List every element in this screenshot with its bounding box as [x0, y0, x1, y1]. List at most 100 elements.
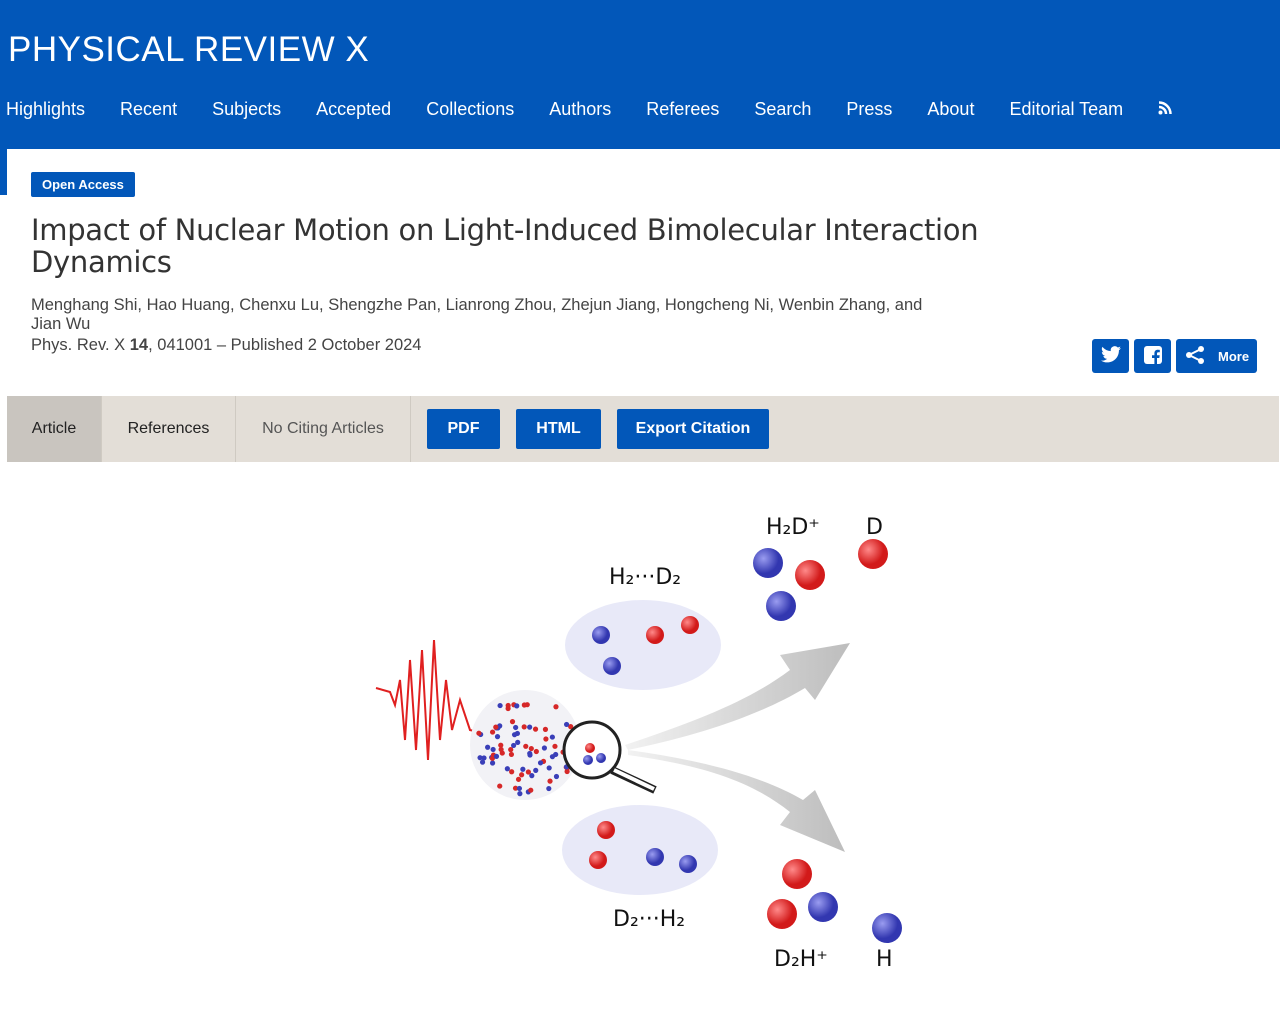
particle [493, 753, 500, 759]
particle [497, 702, 503, 709]
nav-accepted[interactable]: Accepted [316, 99, 392, 119]
particle [498, 746, 504, 753]
particle [564, 768, 570, 775]
label-h2d-plus: H₂D⁺ [766, 515, 820, 540]
particle [512, 785, 519, 791]
particle [505, 702, 511, 709]
site-header: PHYSICAL REVIEW X Highlights Recent Subj… [0, 0, 1280, 149]
particle [514, 703, 520, 709]
facebook-share-button[interactable] [1134, 339, 1171, 373]
article-authors: Menghang Shi, Hao Huang, Chenxu Lu, Shen… [31, 296, 923, 333]
d-atom [858, 539, 888, 569]
upper-arrow [625, 643, 850, 750]
nav-search[interactable]: Search [754, 99, 812, 119]
particle [519, 772, 525, 778]
particle [520, 766, 526, 772]
particle [485, 744, 491, 750]
particle [515, 739, 521, 745]
h-atom [872, 913, 902, 943]
h2-d2-molecules [592, 616, 699, 675]
particle [527, 750, 533, 757]
particle [527, 724, 533, 730]
label-d2h-plus: D₂H⁺ [774, 947, 828, 972]
rss-icon[interactable] [1158, 99, 1172, 120]
particle [549, 734, 555, 740]
particle [481, 755, 487, 761]
particle [537, 760, 544, 766]
article-tabs: Article References No Citing Articles PD… [7, 396, 1279, 462]
particle [476, 730, 482, 736]
nav-editorial-team[interactable]: Editorial Team [1009, 99, 1124, 119]
particle [546, 785, 552, 792]
lower-arrow [628, 750, 845, 852]
nav-highlights[interactable]: Highlights [6, 99, 86, 119]
particle [498, 742, 504, 748]
share-icon [1185, 345, 1205, 367]
tab-references[interactable]: References [102, 396, 236, 462]
nav-subjects[interactable]: Subjects [212, 99, 282, 119]
article-figure: H₂D⁺ D H₂···D₂ D₂···H₂ D₂H⁺ H [375, 515, 902, 972]
particle [521, 702, 527, 708]
particle [546, 765, 552, 771]
twitter-icon [1100, 346, 1121, 366]
particle [542, 726, 549, 733]
particle [497, 783, 503, 789]
d2-h2-molecules [589, 821, 697, 873]
nav-about[interactable]: About [927, 99, 975, 119]
particle [568, 724, 574, 730]
particle [533, 767, 539, 773]
particle [509, 769, 515, 775]
nav-collections[interactable]: Collections [426, 99, 515, 119]
pdf-button[interactable]: PDF [427, 409, 500, 449]
label-d2-h2: D₂···H₂ [613, 907, 685, 932]
particle [508, 747, 514, 753]
h2d-plus-molecule [753, 548, 825, 621]
label-h2-d2: H₂···D₂ [609, 565, 681, 590]
particle [528, 787, 534, 793]
more-share-button[interactable]: More [1176, 339, 1257, 373]
nav-authors[interactable]: Authors [549, 99, 612, 119]
particle [489, 760, 496, 766]
particle [521, 724, 527, 730]
particle [517, 791, 523, 797]
html-button[interactable]: HTML [516, 409, 601, 449]
particle [504, 766, 510, 772]
laser-pulse [375, 639, 501, 761]
particle [533, 748, 539, 755]
nav-press[interactable]: Press [846, 99, 893, 119]
particle [479, 759, 486, 765]
tab-citing-articles[interactable]: No Citing Articles [236, 396, 411, 462]
particle [523, 743, 529, 749]
particle [477, 755, 483, 761]
tab-article[interactable]: Article [7, 396, 102, 462]
particle [528, 745, 534, 752]
twitter-share-button[interactable] [1092, 339, 1129, 373]
nav-referees[interactable]: Referees [646, 99, 720, 119]
main-nav: Highlights Recent Subjects Accepted Coll… [6, 99, 1207, 120]
particle [516, 785, 523, 792]
particle [509, 719, 516, 725]
accent-strip [0, 149, 7, 195]
particle [515, 776, 522, 782]
particle [552, 743, 558, 749]
particle [525, 769, 531, 775]
particle [494, 734, 501, 740]
particle [529, 773, 535, 779]
particle [511, 742, 517, 749]
label-d: D [866, 515, 883, 540]
open-access-badge: Open Access [31, 172, 135, 197]
export-citation-button[interactable]: Export Citation [617, 409, 769, 449]
journal-logo[interactable]: PHYSICAL REVIEW X [8, 30, 370, 69]
particle [541, 745, 548, 751]
particle [547, 778, 553, 784]
particle [489, 729, 496, 735]
citation-details: , 041001 – Published 2 October 2024 [148, 336, 422, 354]
facebook-icon [1143, 345, 1163, 368]
particle [553, 704, 559, 710]
label-h: H [876, 947, 893, 972]
d2h-plus-molecule [767, 859, 838, 929]
particle [490, 746, 496, 753]
particle [543, 736, 549, 742]
journal-name: Phys. Rev. X [31, 336, 126, 354]
nav-recent[interactable]: Recent [120, 99, 178, 119]
